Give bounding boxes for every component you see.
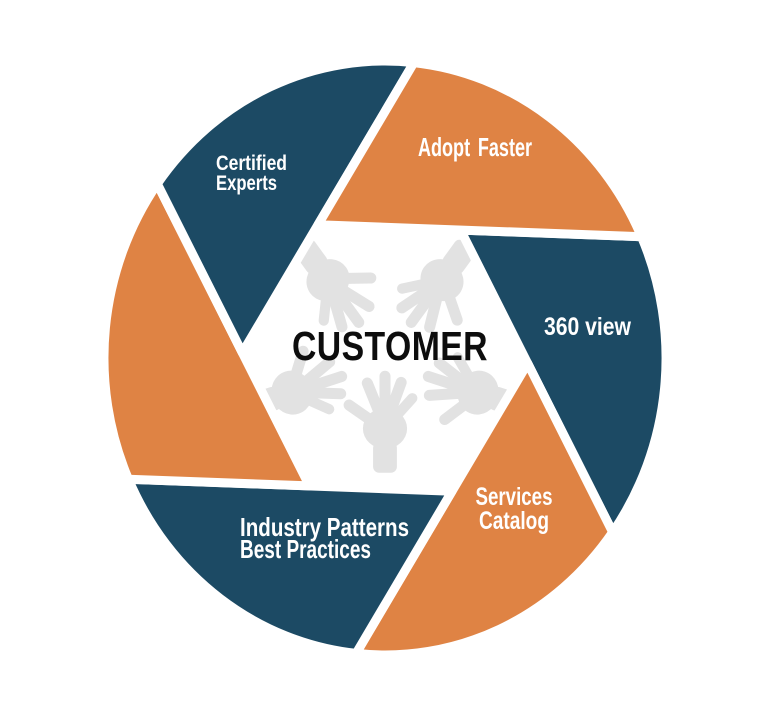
hand-icon (341, 370, 420, 473)
services-catalog-label-line2: Catalog (479, 507, 549, 535)
segment-adopt-faster (313, 58, 646, 242)
segment-industry-patterns (124, 474, 457, 658)
segment-certified-experts (152, 56, 419, 358)
segment-360-view (456, 225, 671, 537)
segment-services-catalog (351, 358, 618, 660)
industry-patterns-label-line1: Industry Patterns (240, 512, 409, 542)
360-view-label: 360 view (544, 313, 631, 341)
segment-labels: Certified Experts Adopt Faster 360 view … (216, 132, 631, 564)
center-customer-label: CUSTOMER (292, 323, 488, 369)
segment-unlabeled (99, 179, 314, 491)
certified-experts-label-line1: Certified (216, 152, 287, 175)
adopt-faster-label: Adopt Faster (418, 132, 532, 162)
services-catalog-label-line1: Services (476, 483, 553, 511)
shutter-blades (99, 56, 671, 660)
industry-patterns-label-line2: Best Practices (240, 534, 371, 564)
certified-experts-label-line2: Experts (216, 172, 277, 195)
